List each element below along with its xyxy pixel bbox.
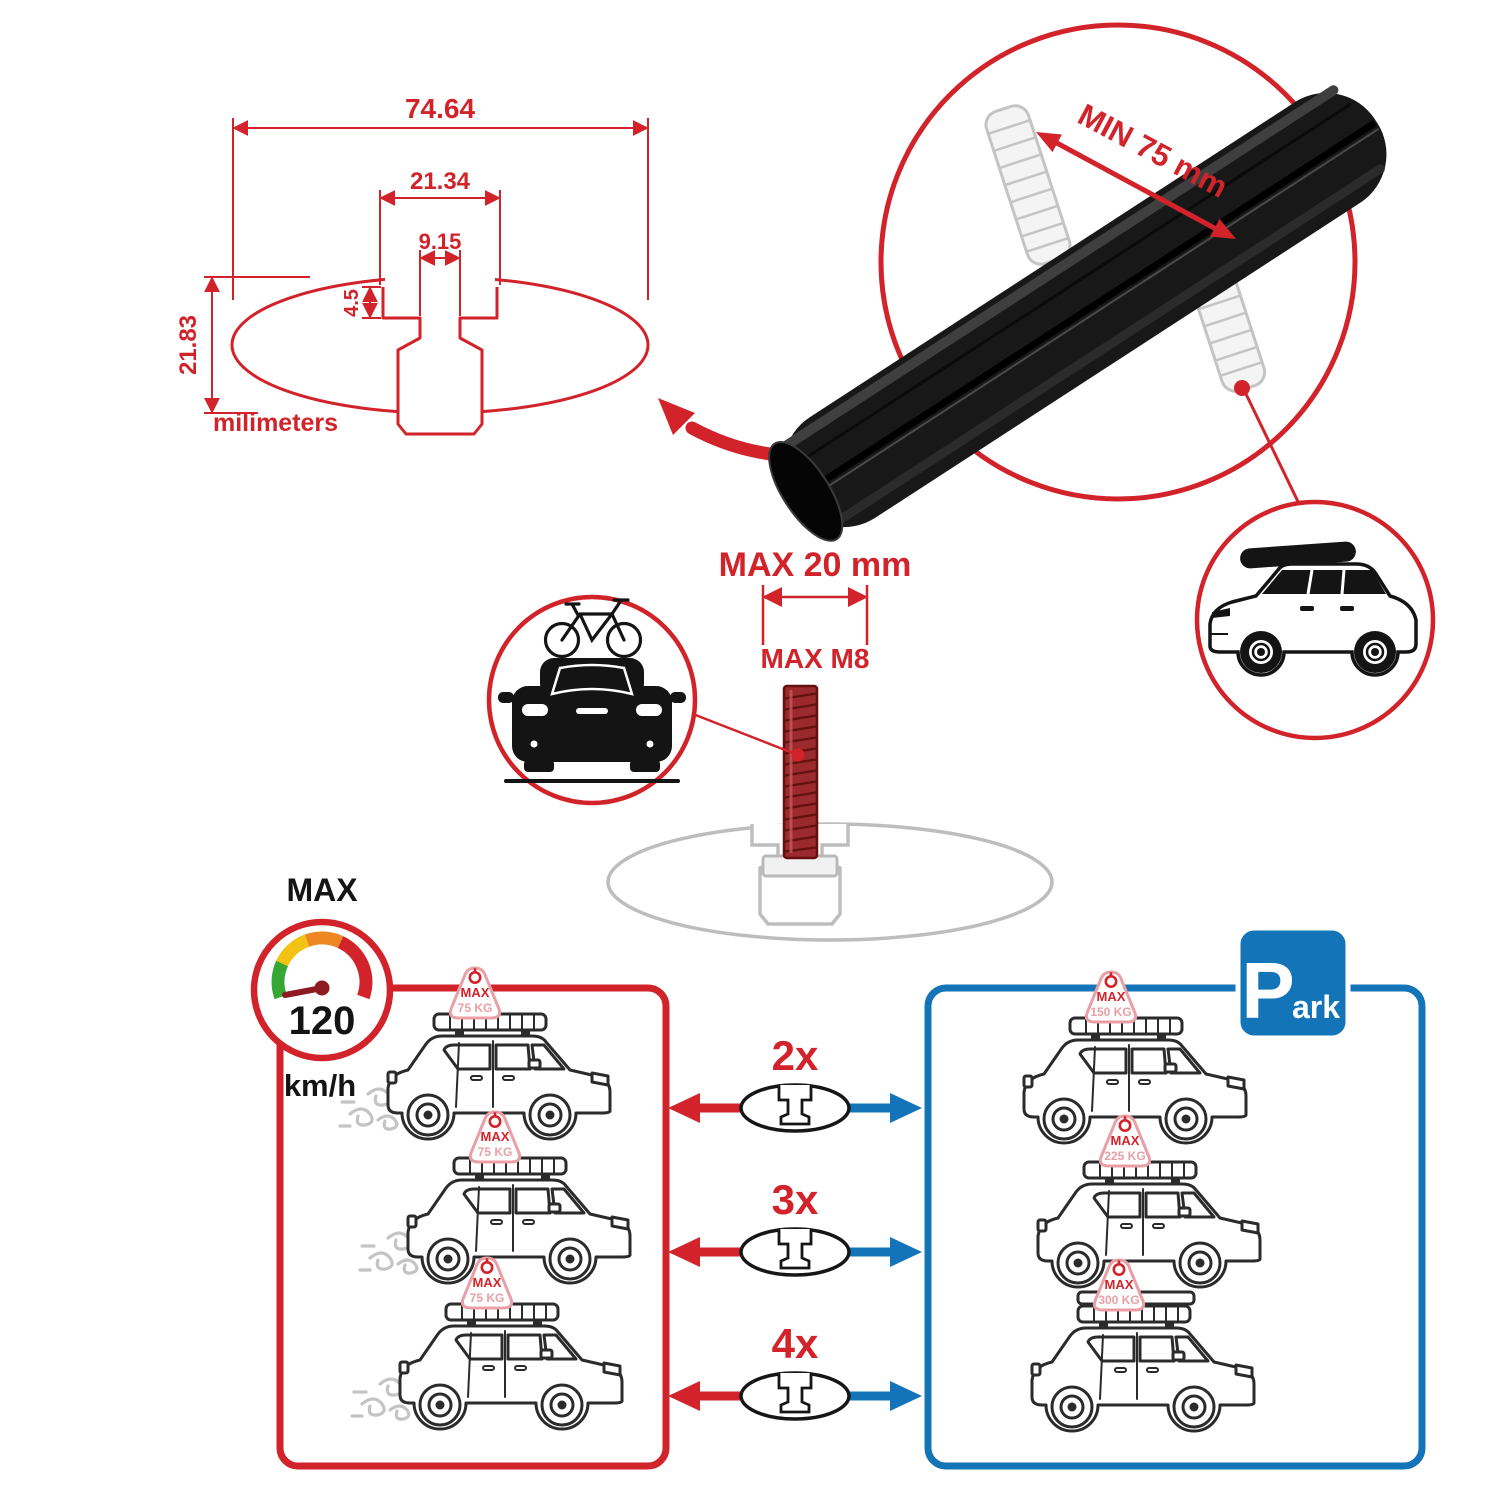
left-arrowhead (668, 1381, 700, 1411)
multiplier-label: 4x (772, 1320, 819, 1367)
pennant-load: 75 KG (478, 1145, 513, 1159)
t-slot-channel (381, 287, 499, 436)
dim-height: 21.83 (175, 315, 202, 375)
parking-sign: P ark (1235, 925, 1351, 1041)
multiplier-row-3x: 3x (668, 1176, 922, 1277)
dim-slot: 9.15 (419, 229, 462, 254)
min-span-arrow (1053, 139, 1220, 233)
bolt-spec: MAX 20 mm MAX M8 (486, 546, 1054, 942)
pennant-max: MAX (481, 1129, 510, 1144)
crossbar-render (768, 85, 1387, 542)
dim-total-width: 74.64 (405, 93, 475, 124)
pennant-max: MAX (1097, 989, 1126, 1004)
units-label: milimeters (213, 409, 338, 437)
pennant-max: MAX (1105, 1277, 1134, 1292)
bolt-max-thread-label: MAX M8 (761, 643, 870, 674)
t-bolt (782, 684, 819, 860)
bicycle-icon (543, 598, 643, 659)
right-arrowhead (890, 1381, 922, 1411)
multiplier-row-4x: 4x (668, 1320, 922, 1421)
cross-section-drawing: 74.64 21.34 9.15 4.5 21.83 milimeters (175, 93, 942, 463)
left-arrowhead (668, 1093, 700, 1123)
pennant-max: MAX (461, 985, 490, 1000)
speedometer: MAX 120 km/h (250, 872, 394, 1103)
bolt-leader-line (692, 712, 799, 757)
multiplier-label: 2x (772, 1032, 819, 1079)
pennant-load: 150 KG (1090, 1005, 1131, 1019)
bolt-leader-dot (791, 748, 805, 762)
speed-max-label: MAX (286, 872, 358, 908)
bar-end-cap (768, 440, 844, 542)
dim-lip: 4.5 (341, 289, 363, 317)
pennant-max: MAX (1111, 1133, 1140, 1148)
crossbar-closeup: MIN 75 mm (768, 22, 1436, 741)
pennant-load: 75 KG (470, 1291, 505, 1305)
speed-units: km/h (284, 1068, 356, 1103)
pennant-load: 225 KG (1104, 1149, 1145, 1163)
leader-line (1244, 393, 1305, 513)
speed-value: 120 (289, 999, 356, 1043)
load-comparison: MAX 120 km/h P ark MAX 75 K (250, 872, 1426, 1470)
pennant-load: 300 KG (1098, 1293, 1139, 1307)
pointer-arrowhead (658, 398, 695, 435)
pennant-max: MAX (473, 1275, 502, 1290)
right-arrowhead (890, 1093, 922, 1123)
multiplier-row-2x: 2x (668, 1032, 922, 1133)
pennant-load: 75 KG (458, 1001, 493, 1015)
car-bike-badge (486, 594, 698, 806)
gauge-arc (271, 931, 373, 1000)
right-arrowhead (890, 1237, 922, 1267)
multiplier-label: 3x (772, 1176, 819, 1223)
detail-dot (1234, 380, 1250, 396)
suv-roofbox-badge (1194, 499, 1436, 741)
car-front-icon (498, 658, 686, 783)
left-arrowhead (668, 1237, 700, 1267)
parking-suffix: ark (1292, 989, 1340, 1025)
parking-letter: P (1241, 946, 1294, 1035)
bolt-max-width-label: MAX 20 mm (719, 546, 912, 584)
dim-opening: 21.34 (410, 168, 471, 195)
roof-box (1240, 541, 1356, 569)
